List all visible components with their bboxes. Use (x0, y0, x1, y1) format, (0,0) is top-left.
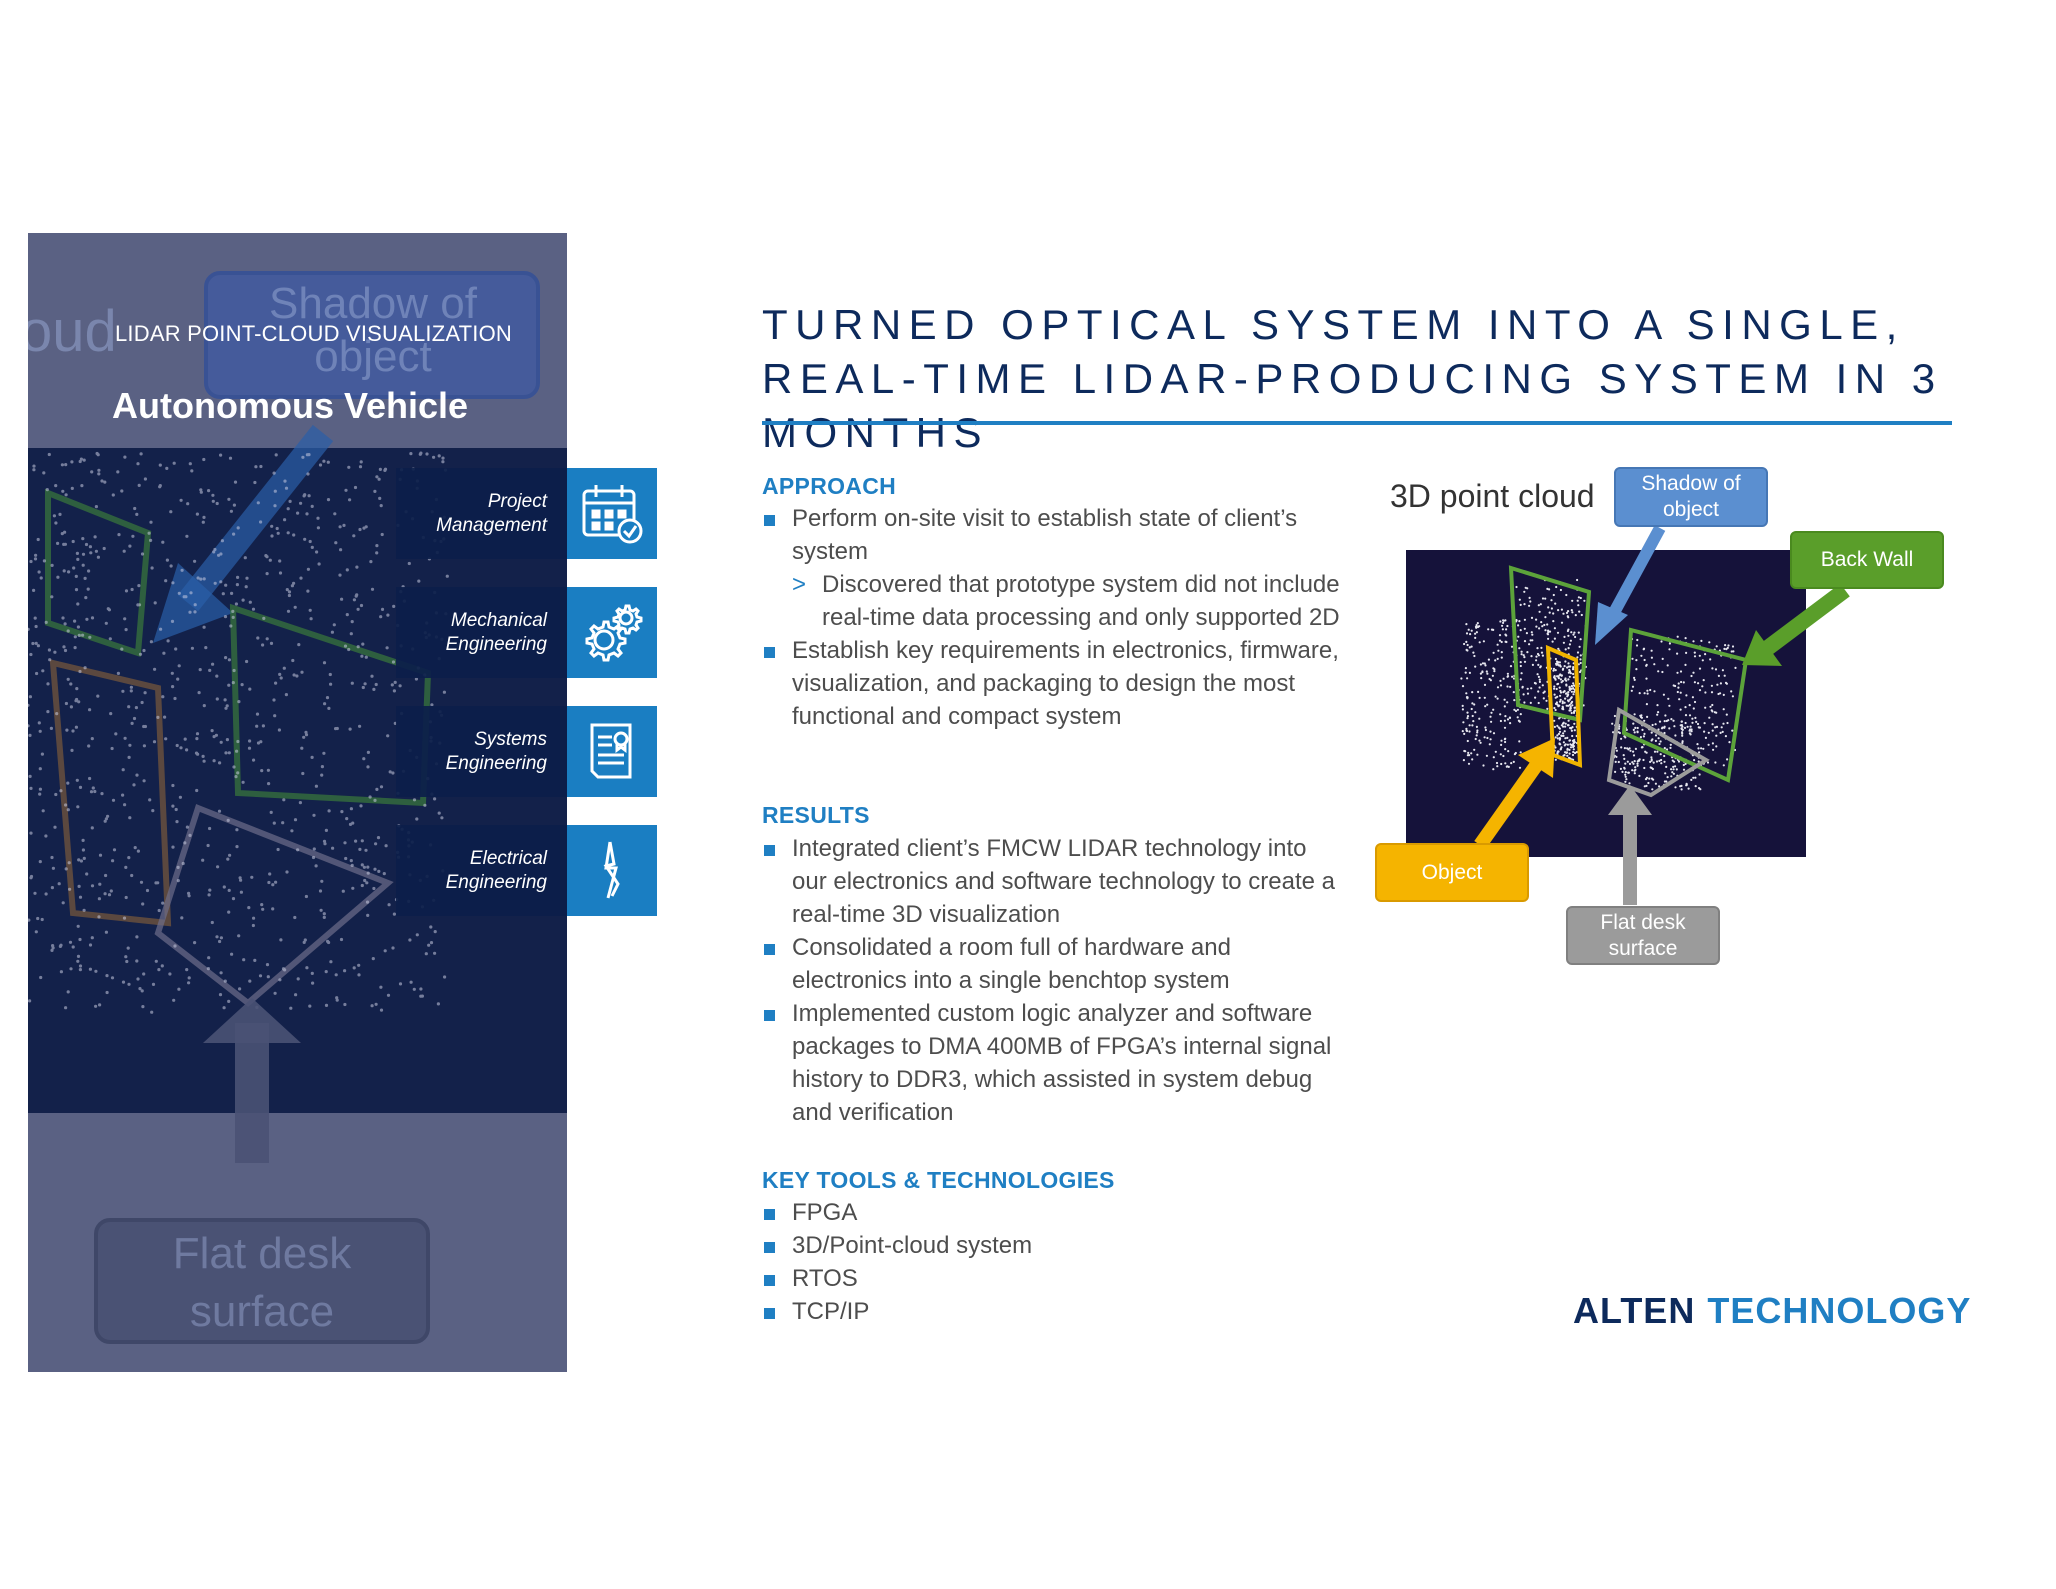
bullet-square-icon (764, 1010, 775, 1021)
bg-flat-desk-text-line2: surface (190, 1287, 334, 1336)
service-tile-electrical-engineering: Electrical Engineering (396, 825, 567, 916)
brand-name-part2: TECHNOLOGY (1707, 1290, 1972, 1331)
approach-heading: APPROACH (762, 473, 897, 499)
calendar-check-icon (567, 468, 657, 559)
service-label: Mechanical Engineering (445, 609, 547, 655)
brand-name-part1: ALTEN (1573, 1290, 1696, 1331)
lightning-bolt-icon (567, 825, 657, 916)
headline-rule (762, 421, 1952, 425)
bullet-square-icon (764, 1308, 775, 1319)
bullet-square-icon (764, 944, 775, 955)
tools-item: RTOS (792, 1265, 858, 1292)
service-label: Electrical Engineering (445, 847, 547, 893)
bg-cloud-fragment-text: oud (28, 299, 117, 364)
callout-arrows (1474, 525, 1850, 905)
list-item: Implemented custom logic analyzer and so… (762, 997, 1342, 1129)
approach-list: Perform on-site visit to establish state… (762, 502, 1342, 733)
callout-back-wall: Back Wall (1790, 531, 1944, 589)
tools-list: FPGA 3D/Point-cloud system RTOS TCP/IP (762, 1196, 1342, 1328)
callout-flat-desk-surface: Flat desk surface (1566, 906, 1720, 965)
brand-logo: ALTEN TECHNOLOGY (1573, 1290, 1971, 1332)
list-item: Integrated client’s FMCW LIDAR technolog… (762, 832, 1342, 931)
point-cloud-image (1406, 550, 1806, 857)
list-item: Perform on-site visit to establish state… (762, 502, 1342, 634)
bg-shadow-text-line1: Shadow of (269, 279, 478, 328)
results-item: Integrated client’s FMCW LIDAR technolog… (792, 835, 1335, 928)
tools-item: TCP/IP (792, 1298, 870, 1325)
service-label: Project Management (436, 490, 547, 536)
service-tile-systems-engineering: Systems Engineering (396, 706, 567, 797)
callout-shadow-of-object: Shadow of object (1614, 467, 1768, 527)
service-tile-mechanical-engineering: Mechanical Engineering (396, 587, 567, 678)
point-cloud-graphic (1460, 565, 1749, 798)
bullet-square-icon (764, 845, 775, 856)
tools-item: FPGA (792, 1199, 858, 1226)
approach-item-2: Establish key requirements in electronic… (792, 637, 1339, 730)
bullet-square-icon (764, 1242, 775, 1253)
service-label: Systems Engineering (445, 728, 547, 774)
tools-heading: KEY TOOLS & TECHNOLOGIES (762, 1167, 1115, 1193)
left-panel: Shadow of object oud Flat desk surface L… (28, 233, 567, 1372)
list-item: RTOS (762, 1262, 1342, 1295)
results-list: Integrated client’s FMCW LIDAR technolog… (762, 832, 1342, 1129)
service-label-box: Systems Engineering (396, 706, 567, 797)
bg-flat-desk-text-line1: Flat desk (173, 1229, 353, 1278)
bg-shadow-text-line2: object (314, 332, 431, 381)
headline: TURNED OPTICAL SYSTEM INTO A SINGLE, REA… (762, 301, 1943, 456)
service-label-box: Mechanical Engineering (396, 587, 567, 678)
service-tile-project-management: Project Management (396, 468, 567, 559)
background-point-cloud-art: Shadow of object oud Flat desk surface (28, 271, 540, 1344)
bullet-square-icon (764, 1209, 775, 1220)
figure-caption: 3D point cloud (1390, 478, 1595, 514)
service-label-box: Electrical Engineering (396, 825, 567, 916)
list-item: Consolidated a room full of hardware and… (762, 931, 1342, 997)
approach-subitem: Discovered that prototype system did not… (822, 571, 1340, 631)
tools-item: 3D/Point-cloud system (792, 1232, 1033, 1259)
list-item: 3D/Point-cloud system (762, 1229, 1342, 1262)
results-item: Implemented custom logic analyzer and so… (792, 1000, 1332, 1126)
list-item: TCP/IP (762, 1295, 1342, 1328)
results-heading: RESULTS (762, 802, 870, 828)
bullet-square-icon (764, 1275, 775, 1286)
bullet-square-icon (764, 515, 775, 526)
approach-item-1: Perform on-site visit to establish state… (792, 505, 1298, 565)
chevron-right-icon: > (792, 571, 807, 598)
service-label-box: Project Management (396, 468, 567, 559)
results-item: Consolidated a room full of hardware and… (792, 934, 1231, 994)
approach-sublist: > Discovered that prototype system did n… (792, 568, 1342, 634)
case-study-label: LIDAR POINT-CLOUD VISUALIZATION (115, 321, 512, 346)
bullet-square-icon (764, 647, 775, 658)
callout-object: Object (1375, 843, 1529, 902)
case-study-title: Autonomous Vehicle (112, 385, 469, 426)
list-item: > Discovered that prototype system did n… (792, 568, 1342, 634)
certificate-document-icon (567, 706, 657, 797)
gears-icon (567, 587, 657, 678)
list-item: FPGA (762, 1196, 1342, 1229)
list-item: Establish key requirements in electronic… (762, 634, 1342, 733)
